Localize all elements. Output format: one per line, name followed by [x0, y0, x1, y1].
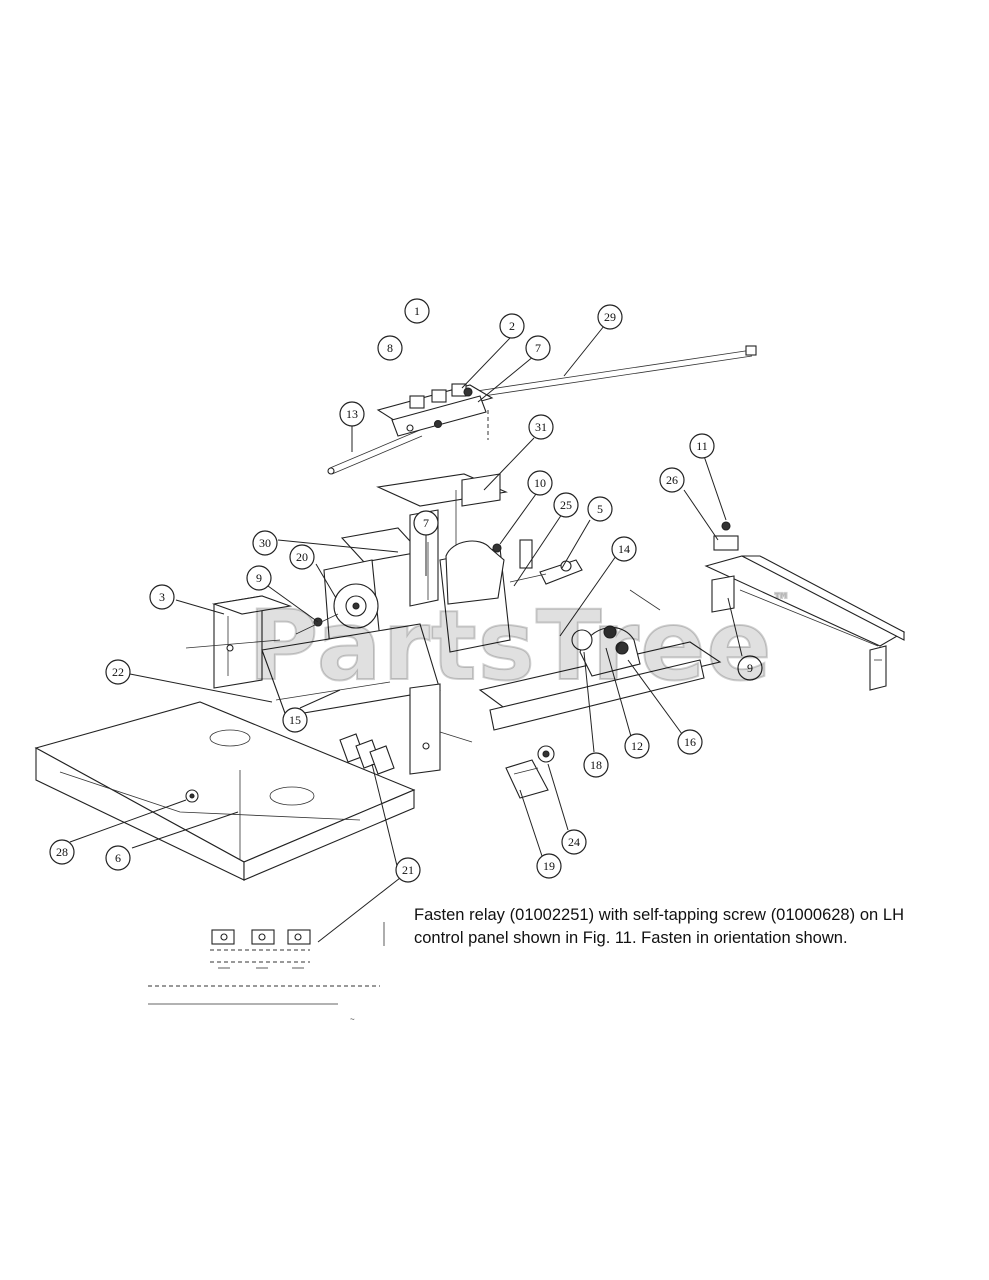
callout-9-right: 9	[737, 655, 763, 681]
callout-14: 14	[611, 536, 637, 562]
svg-text:10: 10	[534, 476, 546, 490]
svg-text:24: 24	[568, 835, 580, 849]
svg-text:31: 31	[535, 420, 547, 434]
svg-text:26: 26	[666, 473, 678, 487]
svg-text:12: 12	[631, 739, 643, 753]
callout-16: 16	[677, 729, 703, 755]
callout-24: 24	[561, 829, 587, 855]
svg-text:20: 20	[296, 550, 308, 564]
top-linkage-rod	[327, 345, 757, 475]
svg-text:7: 7	[535, 341, 541, 355]
callout-28: 28	[49, 839, 75, 865]
pivot-hub	[295, 583, 379, 635]
svg-text:6: 6	[115, 851, 121, 865]
callout-2: 2	[499, 313, 525, 339]
svg-text:25: 25	[560, 498, 572, 512]
callout-20: 20	[289, 544, 315, 570]
relay-bracket	[505, 759, 549, 799]
callout-19: 19	[536, 853, 562, 879]
callout-21: 21	[395, 857, 421, 883]
svg-text:18: 18	[590, 758, 602, 772]
svg-text:~: ~	[350, 1015, 355, 1024]
svg-text:14: 14	[618, 542, 630, 556]
svg-text:9: 9	[256, 571, 262, 585]
svg-text:30: 30	[259, 536, 271, 550]
svg-text:7: 7	[423, 516, 429, 530]
callout-8: 8	[377, 335, 403, 361]
cross-frame	[261, 623, 473, 775]
svg-text:8: 8	[387, 341, 393, 355]
callout-6: 6	[105, 845, 131, 871]
rh-arm-assembly	[704, 521, 906, 691]
callout-26: 26	[659, 467, 685, 493]
callout-7-top: 7	[525, 335, 551, 361]
callout-29: 29	[597, 304, 623, 330]
relay-detail-inset: ~	[148, 922, 385, 1024]
deck-plate	[34, 701, 416, 881]
callout-18: 18	[583, 752, 609, 778]
callout-7-mid: 7	[413, 510, 439, 536]
leader-lines	[69, 325, 743, 943]
callout-30: 30	[252, 530, 278, 556]
callout-3: 3	[149, 584, 175, 610]
svg-text:22: 22	[112, 665, 124, 679]
center-tower-bracket	[323, 509, 583, 653]
callout-13: 13	[339, 401, 365, 427]
svg-text:3: 3	[159, 590, 165, 604]
svg-text:28: 28	[56, 845, 68, 859]
svg-text:2: 2	[509, 319, 515, 333]
top-bracket-assembly	[376, 383, 494, 440]
callout-11: 11	[689, 433, 715, 459]
svg-text:15: 15	[289, 713, 301, 727]
svg-text:16: 16	[684, 735, 696, 749]
rh-control-lever	[478, 589, 722, 763]
callout-31: 31	[528, 414, 554, 440]
svg-text:21: 21	[402, 863, 414, 877]
callout-22: 22	[105, 659, 131, 685]
assembly-note: Fasten relay (01002251) with self-tappin…	[414, 906, 904, 947]
callout-1: 1	[404, 298, 430, 324]
callout-10: 10	[527, 470, 553, 496]
svg-text:5: 5	[597, 502, 603, 516]
svg-text:19: 19	[543, 859, 555, 873]
callout-9-left: 9	[246, 565, 272, 591]
relay-cluster	[339, 733, 395, 775]
callout-25: 25	[553, 492, 579, 518]
svg-text:13: 13	[346, 407, 358, 421]
callout-12: 12	[624, 733, 650, 759]
callout-15: 15	[282, 707, 308, 733]
svg-text:1: 1	[414, 304, 420, 318]
callout-5: 5	[587, 496, 613, 522]
svg-text:29: 29	[604, 310, 616, 324]
svg-text:11: 11	[696, 439, 708, 453]
lh-side-box	[185, 595, 293, 689]
svg-text:9: 9	[747, 661, 753, 675]
